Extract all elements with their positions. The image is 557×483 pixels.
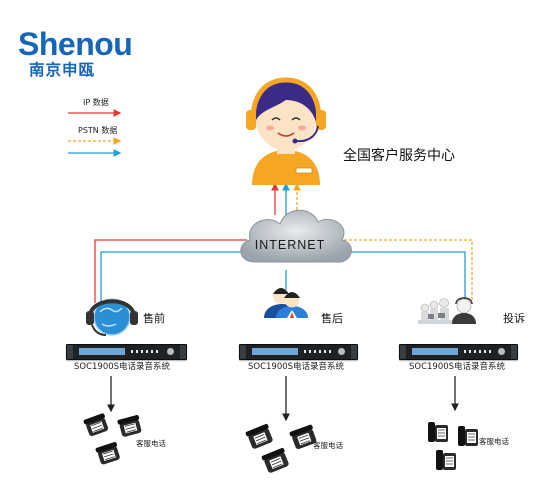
- headset-globe-icon: [86, 298, 138, 336]
- phone-label-complaint: 客服电话: [479, 437, 509, 446]
- desk-phone-icon: [245, 423, 317, 473]
- desk-phone-icon: [83, 413, 142, 465]
- brand-logo-cn: 南京申瓯: [29, 61, 96, 79]
- site-label-presale: 售前: [143, 312, 165, 325]
- call-center-group-icon: [418, 297, 476, 324]
- service-center-title: 全国客户服务中心: [343, 148, 455, 164]
- link-complaint-pstn-orange: [339, 239, 473, 303]
- link-presale-pstn: [100, 251, 247, 303]
- site-label-complaint: 投诉: [503, 312, 525, 325]
- phone-label-presale: 客服电话: [136, 439, 166, 448]
- internet-cloud-icon: [240, 209, 352, 263]
- recorder-label-complaint: SOC1900S电话录音系统: [409, 362, 506, 372]
- legend-pstn-label: PSTN 数据: [78, 126, 118, 135]
- recorder-label-aftersale: SOC1900S电话录音系统: [248, 362, 345, 372]
- site-label-aftersale: 售后: [321, 312, 343, 325]
- rack-recorder-aftersale: [239, 344, 358, 360]
- phone-label-aftersale: 客服电话: [313, 441, 343, 450]
- legend-ip-label: IP 数据: [83, 98, 109, 107]
- customer-service-agent-icon: [246, 77, 326, 185]
- link-presale-ip: [94, 239, 247, 303]
- link-complaint-pstn-blue: [339, 251, 466, 303]
- rack-recorder-presale: [66, 344, 187, 360]
- two-agents-icon: [264, 288, 308, 318]
- brand-logo-en: Shenou: [18, 26, 133, 62]
- recorder-label-presale: SOC1900S电话录音系统: [74, 362, 171, 372]
- rack-recorder-complaint: [399, 344, 518, 360]
- desk-phone-icon: [428, 422, 478, 470]
- internet-label: INTERNET: [255, 238, 326, 252]
